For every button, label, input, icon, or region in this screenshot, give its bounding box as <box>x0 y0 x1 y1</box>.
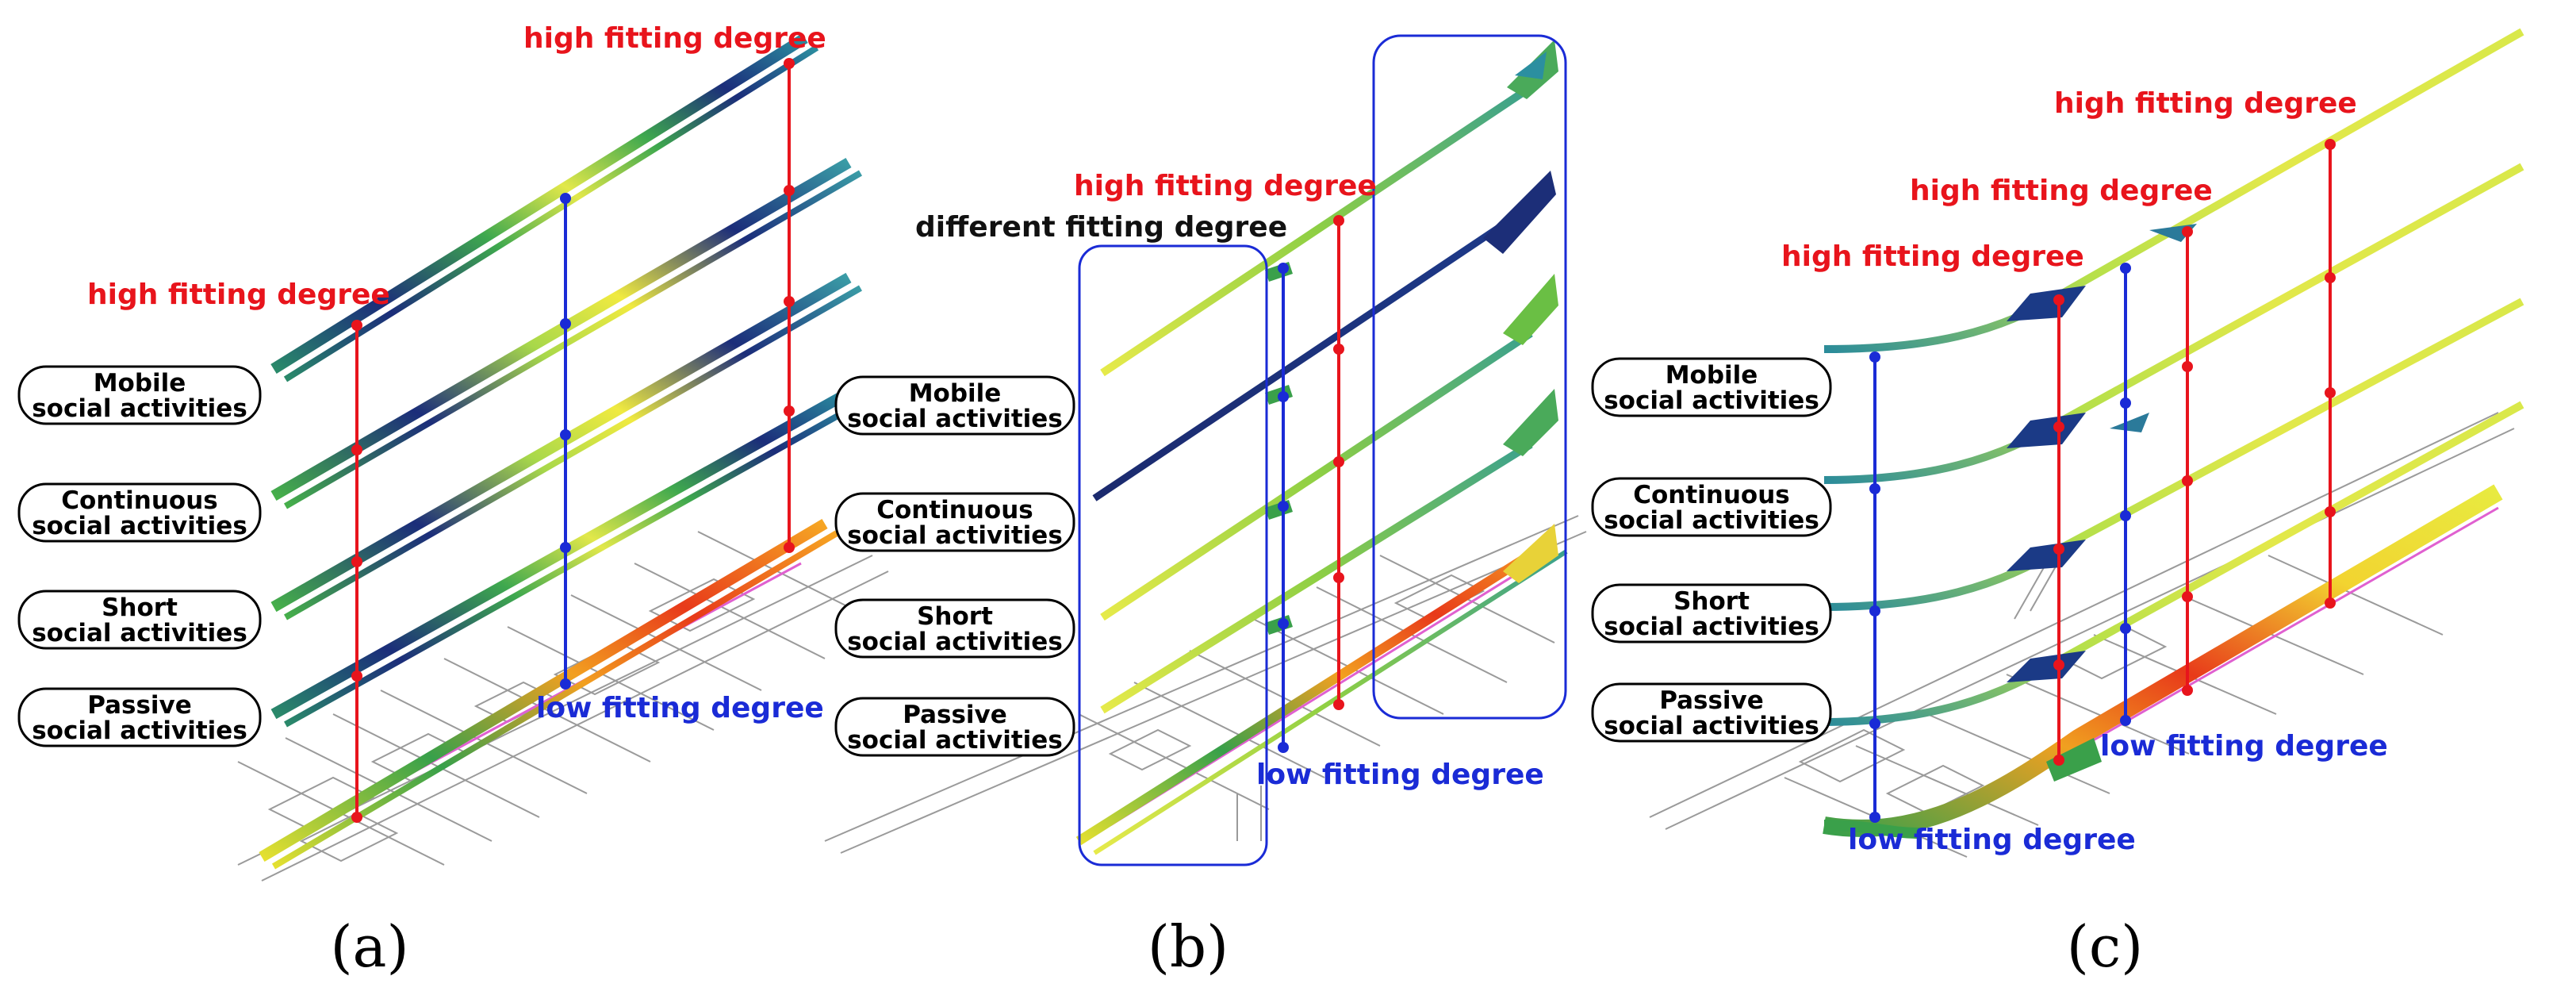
label-passive-a: Passive social activities <box>17 687 262 747</box>
layer-continuous-c <box>1823 163 2524 484</box>
panel-a: Mobile social activities Continuous soci… <box>17 22 889 980</box>
svg-text:social activities: social activities <box>847 628 1063 656</box>
annot-low-c-2: low fitting degree <box>1848 824 2136 856</box>
svg-text:social activities: social activities <box>32 619 247 647</box>
svg-text:Passive: Passive <box>903 701 1007 729</box>
annot-low-b: low fitting degree <box>1256 759 1544 791</box>
label-mobile-b: Mobile social activities <box>834 375 1075 436</box>
corridor-base-c <box>1823 484 2503 837</box>
label-passive-c: Passive social activities <box>1591 682 1832 743</box>
svg-text:social activities: social activities <box>847 521 1063 550</box>
label-mobile-a: Mobile social activities <box>17 365 262 425</box>
panel-c: Mobile social activities Continuous soci… <box>1591 28 2524 980</box>
annot-high-c-2: high fitting degree <box>1910 175 2213 207</box>
annot-high-b: high fitting degree <box>1074 170 1377 202</box>
panel-b: Mobile social activities Continuous soci… <box>824 34 1587 980</box>
base-map-b <box>824 515 1587 854</box>
label-passive-b: Passive social activities <box>834 697 1075 757</box>
svg-text:social activities: social activities <box>847 405 1063 433</box>
annot-low-a: low fitting degree <box>536 692 824 724</box>
svg-text:Continuous: Continuous <box>61 486 218 515</box>
svg-text:Passive: Passive <box>1659 686 1764 715</box>
layer-short-a <box>270 272 862 620</box>
annot-high-c-1: high fitting degree <box>2054 87 2357 120</box>
svg-text:Short: Short <box>1673 587 1750 616</box>
label-short-a: Short social activities <box>17 590 262 650</box>
label-mobile-c: Mobile social activities <box>1591 357 1832 417</box>
svg-text:social activities: social activities <box>1604 712 1819 740</box>
svg-text:social activities: social activities <box>1604 506 1819 535</box>
layer-continuous-a <box>270 157 863 509</box>
panel-label-c: (c) <box>2067 913 2144 980</box>
svg-text:Mobile: Mobile <box>909 379 1002 408</box>
svg-text:Mobile: Mobile <box>1666 361 1758 390</box>
highlight-box-b-right <box>1372 34 1567 720</box>
layer-passive-b <box>1100 389 1558 714</box>
label-short-c: Short social activities <box>1591 583 1832 643</box>
layer-mobile-a <box>270 33 819 382</box>
svg-text:Short: Short <box>917 602 993 631</box>
layer-continuous-b <box>1092 171 1556 501</box>
highlight-box-b-left <box>1078 244 1268 866</box>
svg-text:social activities: social activities <box>1604 386 1819 415</box>
label-short-b: Short social activities <box>834 598 1075 659</box>
corridor-base-b <box>1075 535 1558 846</box>
annot-different-b: different fitting degree <box>915 211 1287 244</box>
label-continuous-c: Continuous social activities <box>1591 477 1832 537</box>
label-continuous-a: Continuous social activities <box>17 482 262 543</box>
annot-low-c-1: low fitting degree <box>2100 730 2388 763</box>
layer-passive-a <box>270 387 862 728</box>
svg-text:Short: Short <box>102 594 178 622</box>
label-continuous-b: Continuous social activities <box>834 492 1075 552</box>
annot-high-a-left: high fitting degree <box>87 279 390 311</box>
svg-text:social activities: social activities <box>847 726 1063 755</box>
panel-label-a: (a) <box>330 913 408 980</box>
layer-short-c <box>1823 298 2524 611</box>
svg-text:social activities: social activities <box>32 716 247 745</box>
svg-text:Mobile: Mobile <box>94 369 186 398</box>
layer-mobile-b <box>1100 40 1558 377</box>
layer-short-b <box>1100 274 1558 621</box>
svg-text:Continuous: Continuous <box>876 496 1033 524</box>
annot-high-c-3: high fitting degree <box>1781 240 2084 273</box>
svg-text:Passive: Passive <box>87 691 192 720</box>
annot-high-a-top: high fitting degree <box>523 22 826 55</box>
svg-text:Continuous: Continuous <box>1633 481 1790 509</box>
layer-passive-c <box>1823 401 2524 726</box>
svg-text:social activities: social activities <box>1604 613 1819 641</box>
svg-text:social activities: social activities <box>32 394 247 423</box>
panel-label-b: (b) <box>1148 913 1229 980</box>
svg-text:social activities: social activities <box>32 512 247 540</box>
